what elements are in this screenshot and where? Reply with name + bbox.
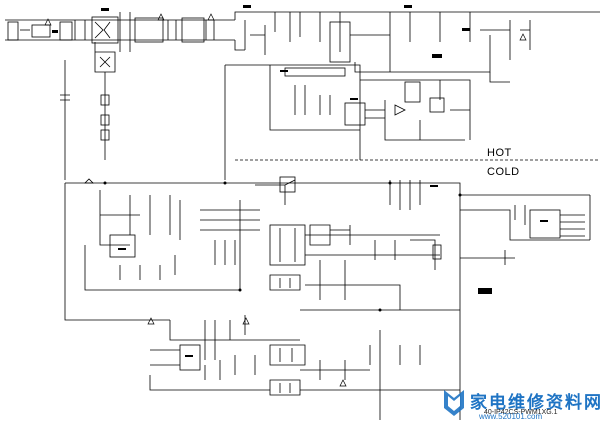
component-markers	[52, 5, 548, 357]
standby-section	[149, 270, 460, 420]
output-connector	[389, 180, 591, 265]
main-transformer	[255, 176, 442, 270]
ac-input-section	[5, 11, 600, 73]
cold-zone-label: COLD	[487, 166, 520, 178]
pfc-section	[224, 64, 510, 180]
board-code-label: 40-IP42CS-PWM1XG.1	[484, 409, 558, 416]
bridge-rectifier	[60, 42, 116, 180]
watermark-text: 家电维修资料网	[470, 393, 600, 413]
main-controller-section	[64, 178, 461, 420]
watermark-logo-icon	[444, 390, 464, 416]
warning-icons	[44, 13, 527, 387]
hot-zone-label: HOT	[487, 147, 512, 159]
watermark-url: www.520101.com	[479, 412, 543, 421]
